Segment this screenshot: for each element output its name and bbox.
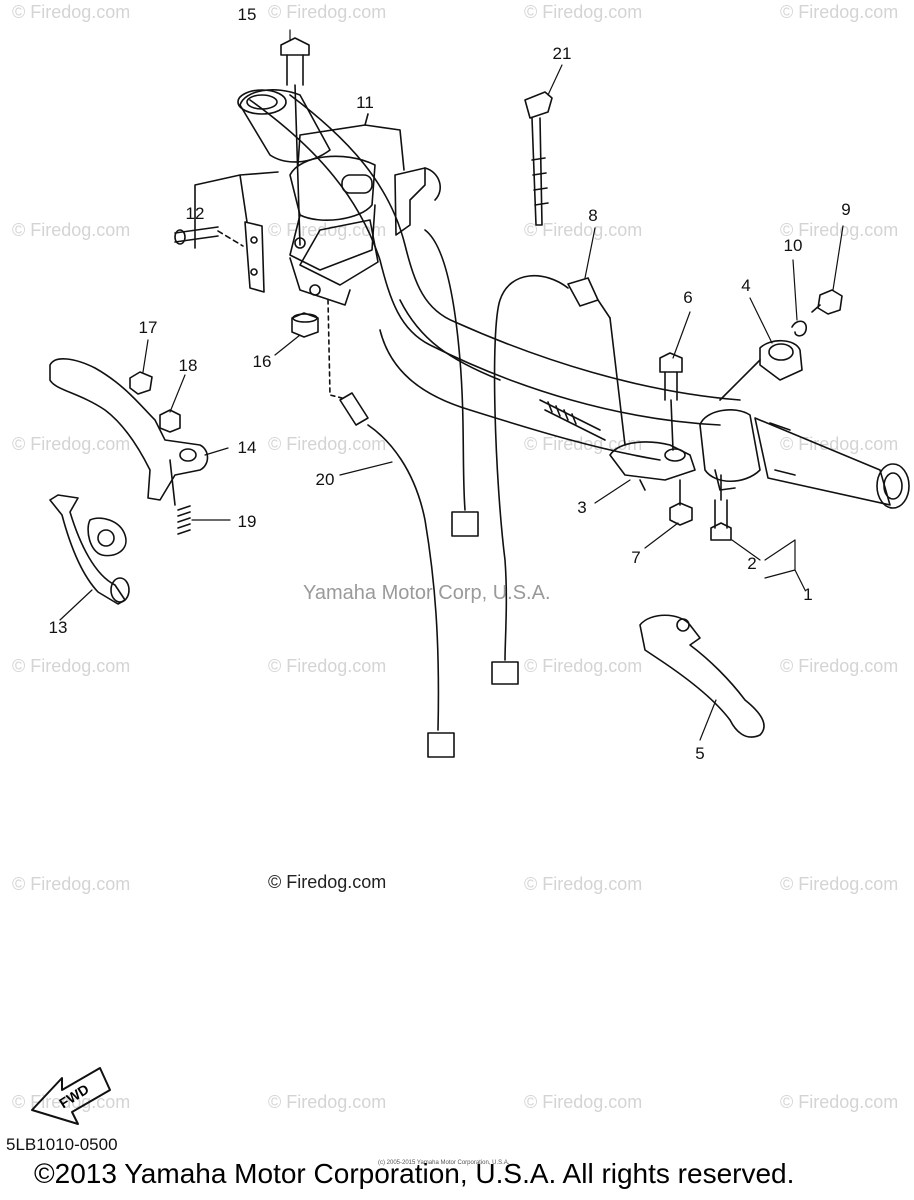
callout-19: 19 [237, 512, 257, 531]
circlip-10 [791, 320, 807, 337]
bolt-6 [659, 352, 683, 451]
watermark: © Firedog.com [524, 656, 643, 676]
bolt-15 [280, 37, 310, 246]
firedog-mark: © Firedog.com [268, 872, 387, 892]
callout-12: 12 [185, 204, 205, 223]
watermark: © Firedog.com [524, 2, 643, 22]
callout-20: 20 [315, 470, 335, 489]
callout-9: 9 [841, 200, 851, 219]
switch-bracket [174, 221, 265, 293]
watermark: © Firedog.com [12, 874, 131, 894]
bolt-9 [811, 289, 843, 315]
lever-holder-13 [49, 494, 130, 605]
callout-5: 5 [695, 744, 705, 763]
callout-3: 3 [577, 498, 587, 517]
handlebar-switch [289, 155, 441, 306]
watermark: © Firedog.com [268, 1092, 387, 1112]
watermark: © Firedog.com [780, 656, 899, 676]
watermark: © Firedog.com [268, 434, 387, 454]
small-parts-left [129, 371, 191, 535]
clutch-switch-20 [327, 299, 455, 758]
watermark: © Firedog.com [12, 656, 131, 676]
callout-18: 18 [178, 356, 198, 375]
watermark: © Firedog.com [12, 2, 131, 22]
document-code: 5LB1010-0500 [6, 1135, 118, 1154]
callout-1: 1 [803, 585, 813, 604]
watermark: © Firedog.com [268, 2, 387, 22]
callout-17: 17 [138, 318, 158, 337]
cable-adjuster [539, 317, 626, 446]
handlebar [249, 94, 741, 461]
watermark: © Firedog.com [12, 1092, 131, 1112]
callout-4: 4 [741, 276, 751, 295]
callout-6: 6 [683, 288, 693, 307]
nut-7 [669, 479, 693, 526]
watermark: © Firedog.com [12, 220, 131, 240]
callout-16: 16 [252, 352, 272, 371]
watermark: © Firedog.com [268, 656, 387, 676]
callout-brace-12 [194, 171, 279, 249]
tiny-copyright: (c) 2005-2015 Yamaha Motor Corporation, … [378, 1160, 510, 1166]
watermark: © Firedog.com [780, 1092, 899, 1112]
center-watermark: Yamaha Motor Corp, U.S.A. [303, 582, 551, 604]
brake-switch-8 [491, 275, 611, 685]
watermark: © Firedog.com [780, 2, 899, 22]
bolt-2 [710, 474, 732, 541]
watermark: © Firedog.com [780, 874, 899, 894]
callout-15: 15 [237, 5, 257, 24]
copyright-notice: ©2013 Yamaha Motor Corporation, U.S.A. A… [34, 1158, 795, 1189]
left-lever [49, 358, 209, 506]
brake-lever [639, 614, 765, 738]
callout-21: 21 [552, 44, 572, 63]
watermark: © Firedog.com [12, 434, 131, 454]
callout-14: 14 [237, 438, 257, 457]
watermark: © Firedog.com [524, 1092, 643, 1112]
watermark: © Firedog.com [524, 220, 643, 240]
switch-harness [424, 229, 479, 537]
nut-16 [291, 312, 319, 338]
throttle-assembly [699, 409, 910, 509]
watermark: © Firedog.com [780, 220, 899, 240]
callout-8: 8 [588, 206, 598, 225]
callout-10: 10 [783, 236, 803, 255]
callout-7: 7 [631, 548, 641, 567]
watermark: © Firedog.com [524, 874, 643, 894]
callout-11: 11 [356, 93, 374, 112]
watermark: © Firedog.com [780, 434, 899, 454]
leader-lines [59, 29, 844, 741]
clamp-4 [719, 339, 803, 401]
brake-bracket [609, 441, 696, 491]
cable-tie [524, 91, 553, 226]
callout-2: 2 [747, 554, 757, 573]
left-grip [237, 89, 331, 163]
fwd-arrow-icon [31, 1067, 111, 1125]
callout-brace-11 [297, 113, 405, 171]
callout-13: 13 [48, 618, 68, 637]
